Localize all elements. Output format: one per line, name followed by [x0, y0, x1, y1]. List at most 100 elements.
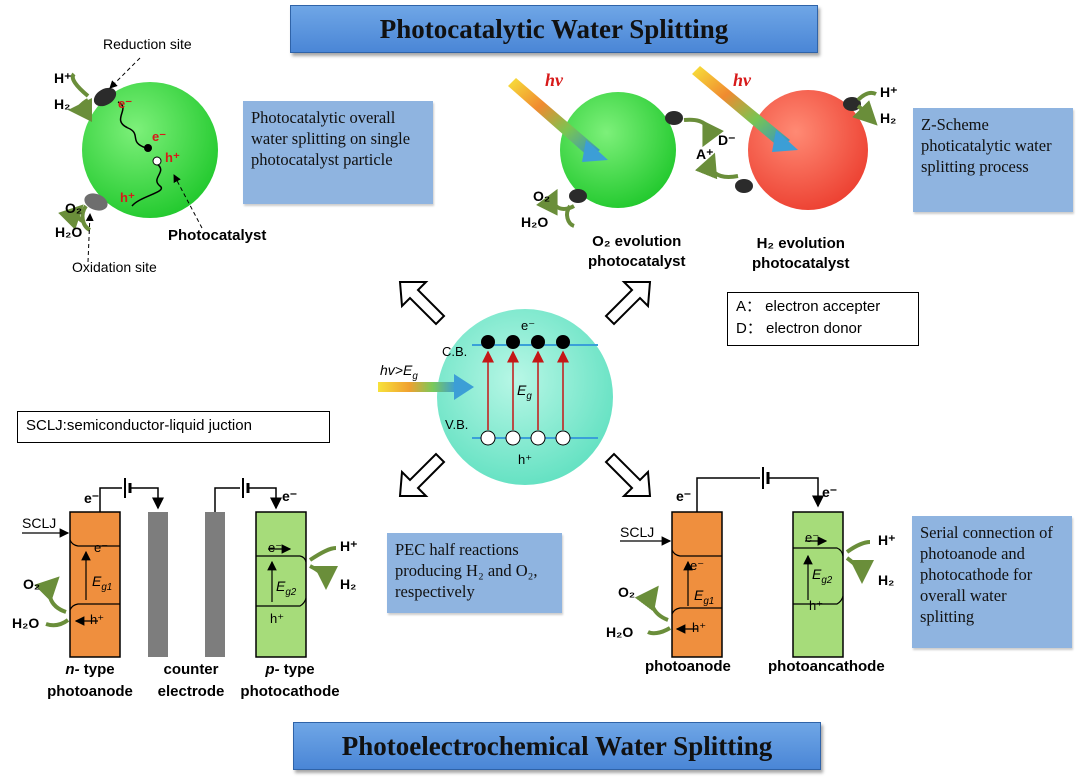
photoanode-label-serial: photoanode	[645, 658, 731, 675]
legend-donor: D： electron donor	[736, 320, 862, 337]
zscheme-legend: A： electron accepter D： electron donor	[727, 292, 919, 346]
center-hole-label: h⁺	[518, 452, 533, 467]
bottom-title-banner: Photoelectrochemical Water Splitting	[293, 722, 821, 770]
n-eg1-e: E	[92, 573, 102, 589]
h2-label-zscheme: H₂	[880, 110, 897, 126]
reduction-site-label: Reduction site	[103, 36, 192, 52]
single-photocatalyst-particle	[58, 57, 218, 263]
top-title-banner: Photocatalytic Water Splitting	[290, 5, 818, 53]
hole-label-2: h⁺	[120, 190, 135, 205]
serial-eg1-label: Eg1	[694, 587, 714, 607]
pec-half-reactions-graphics	[22, 478, 338, 658]
p-band-hole: h⁺	[270, 611, 285, 626]
legend-acceptor: A： electron accepter	[736, 298, 881, 315]
serial-anode-electron: e⁻	[690, 558, 705, 573]
o2-label-zscheme: O₂	[533, 188, 551, 204]
hole-label-1: h⁺	[165, 150, 180, 165]
serial-electron-top-left: e⁻	[676, 488, 692, 504]
zscheme-particles	[508, 66, 878, 228]
sclj-label-right: SCLJ	[620, 524, 655, 540]
d-minus-label: D⁻	[718, 132, 736, 148]
note-serial: Serial connection of photoanode and phot…	[912, 516, 1072, 648]
p-electron-top-label: e⁻	[282, 488, 298, 504]
hv-label-2: hv	[733, 70, 751, 90]
serial-eg2-label: Eg2	[812, 566, 832, 586]
serial-electron-top-right: e⁻	[822, 484, 838, 500]
serial-anode-hole: h⁺	[692, 620, 707, 635]
center-band-diagram	[378, 281, 652, 497]
bottom-title: Photoelectrochemical Water Splitting	[341, 730, 773, 761]
p-type-photocathode-text: photocathode	[240, 683, 340, 700]
p-type-photocathode-label: p- type photocathode	[232, 659, 348, 703]
serial-cathode-hole: h⁺	[809, 598, 824, 613]
h2-label-serial: H₂	[878, 572, 895, 588]
sclj-definition-box: SCLJ:semiconductor-liquid juction	[17, 411, 330, 443]
serial-cathode-electron: e⁻	[805, 530, 820, 545]
p-eg2-label: Eg2	[276, 578, 296, 598]
hv-eg-label: hv>Eg	[380, 362, 418, 382]
center-eg-label: Eg	[517, 382, 532, 402]
h2o-label-zscheme: H₂O	[521, 214, 549, 230]
n-type-prefix: n-	[65, 661, 80, 678]
p-band-electron: e⁻	[268, 540, 283, 555]
serial-eg1-e: E	[694, 587, 704, 603]
center-electron-label: e⁻	[521, 318, 536, 333]
h-plus-label-zscheme: H⁺	[880, 84, 898, 100]
n-type-photoanode-label: n- type photoanode	[40, 659, 140, 703]
electron-label-1: e⁻	[118, 96, 133, 111]
hv-eg-subscript: g	[412, 370, 418, 382]
serial-eg2-sub: g2	[821, 574, 833, 586]
note-single-particle: Photocatalytic overall water splitting o…	[243, 101, 433, 204]
h2-label-pec: H₂	[340, 576, 357, 592]
cb-label: C.B.	[442, 344, 468, 359]
n-type-suffix: type	[79, 661, 115, 678]
o2-evolution-photocatalyst: photocatalyst	[588, 253, 686, 270]
h-plus-label-left: H⁺	[54, 70, 72, 86]
serial-eg2-e: E	[812, 566, 822, 582]
n-type-photoanode-text: photoanode	[47, 683, 133, 700]
p-eg2-sub: g2	[285, 586, 297, 598]
note-zscheme: Z-Scheme photicatalytic water splitting …	[913, 108, 1073, 212]
p-type-suffix: type	[279, 661, 315, 678]
top-title: Photocatalytic Water Splitting	[379, 13, 729, 44]
a-plus-label: A⁺	[696, 146, 714, 162]
center-eg-subscript: g	[526, 390, 532, 402]
p-type-prefix: p-	[265, 661, 280, 678]
o2-label-serial: O₂	[618, 584, 636, 600]
h2-evolution-label: H₂ evolution photocatalyst	[752, 234, 850, 274]
center-eg-text: E	[517, 382, 527, 398]
hv-label-1: hv	[545, 70, 563, 90]
h-plus-label-pec: H⁺	[340, 538, 358, 554]
photocatalyst-label: Photocatalyst	[168, 227, 267, 244]
vb-label: V.B.	[445, 417, 469, 432]
oxidation-site-label: Oxidation site	[72, 259, 157, 275]
o2-label-pec: O₂	[23, 576, 41, 592]
n-eg1-label: Eg1	[92, 573, 112, 593]
n-band-hole: h⁺	[90, 612, 105, 627]
h2-evolution-text: H₂ evolution	[756, 235, 845, 252]
counter-electrode-label: counter electrode	[150, 659, 232, 703]
n-eg1-sub: g1	[101, 581, 113, 593]
n-band-electron: e⁻	[94, 540, 109, 555]
h2o-label-pec: H₂O	[12, 615, 40, 631]
n-electron-top-label: e⁻	[84, 490, 100, 506]
serial-eg1-sub: g1	[703, 595, 715, 607]
serial-connection-graphics	[620, 467, 874, 658]
sclj-label-left: SCLJ	[22, 515, 57, 531]
o2-label-left: O₂	[65, 200, 83, 216]
o2-evolution-label: O₂ evolution photocatalyst	[588, 232, 686, 272]
h-plus-label-serial: H⁺	[878, 532, 896, 548]
note-pec-half: PEC half reactions producing H₂ and O₂, …	[387, 533, 562, 613]
o2-evolution-text: O₂ evolution	[592, 233, 682, 250]
h2-label-left: H₂	[54, 96, 71, 112]
h2o-label-serial: H₂O	[606, 624, 634, 640]
p-eg2-e: E	[276, 578, 286, 594]
electrode-text: electrode	[157, 683, 225, 700]
photoancathode-label-serial: photoancathode	[768, 658, 885, 675]
h2o-label-left: H₂O	[55, 224, 83, 240]
h2-evolution-photocatalyst: photocatalyst	[752, 255, 850, 272]
hv-eg-text: hv>E	[380, 362, 413, 378]
counter-text: counter	[163, 661, 219, 678]
